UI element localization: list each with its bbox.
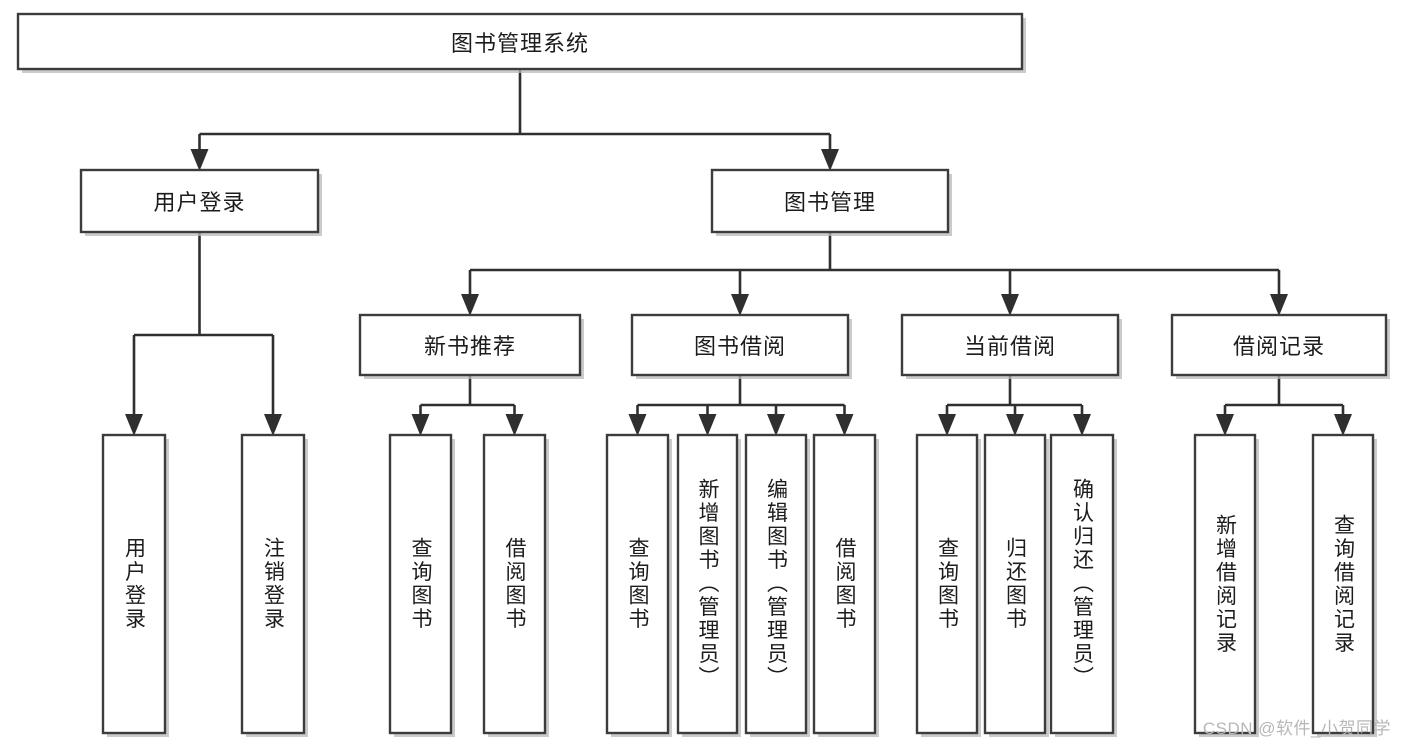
node-box-current-borrow[interactable] <box>900 313 1120 377</box>
watermark-text: CSDN @软件_小贺同学 <box>1202 719 1391 738</box>
arrow-head-icon <box>938 414 956 436</box>
arrow-head-icon <box>1216 414 1234 436</box>
node-box-bb-add-book[interactable] <box>676 433 739 735</box>
node-box-user-logout-leaf[interactable] <box>240 433 306 735</box>
arrow-head-icon <box>731 294 749 316</box>
arrow-head-icon <box>1006 414 1024 436</box>
arrow-head-icon <box>411 414 430 436</box>
arrow-head-icon <box>461 294 479 316</box>
node-box-book-borrow[interactable] <box>630 313 850 377</box>
arrow-head-icon <box>835 414 854 436</box>
node-box-bb-query-book[interactable] <box>605 433 670 735</box>
arrow-head-icon <box>505 414 524 436</box>
arrow-head-icon <box>190 149 209 171</box>
arrow-head-icon <box>1270 294 1288 316</box>
arrow-head-icon <box>125 414 143 436</box>
node-box-root[interactable] <box>16 12 1024 71</box>
node-box-user-login[interactable] <box>79 168 320 234</box>
arrow-head-icon <box>1334 414 1352 436</box>
node-box-nbr-borrow-book[interactable] <box>482 433 547 735</box>
arrow-head-icon <box>821 149 839 171</box>
arrow-head-icon <box>767 414 785 436</box>
node-box-cb-confirm-return[interactable] <box>1049 433 1115 735</box>
arrow-head-icon <box>1073 414 1091 436</box>
node-box-br-query-record[interactable] <box>1311 433 1375 735</box>
node-box-cb-query-book[interactable] <box>915 433 979 735</box>
node-box-user-login-leaf[interactable] <box>101 433 167 735</box>
node-box-bb-edit-book[interactable] <box>744 433 808 735</box>
node-box-new-book-rec[interactable] <box>358 313 582 377</box>
node-box-nbr-query-book[interactable] <box>388 433 453 735</box>
arrow-head-icon <box>628 414 647 436</box>
arrow-head-icon <box>264 414 282 436</box>
arrow-head-icon <box>1001 294 1019 316</box>
node-box-cb-return-book[interactable] <box>983 433 1047 735</box>
arrow-head-icon <box>698 414 717 436</box>
node-box-br-add-record[interactable] <box>1193 433 1257 735</box>
connector-lines <box>125 69 1352 436</box>
node-box-borrow-record[interactable] <box>1170 313 1388 377</box>
node-boxes <box>16 12 1390 737</box>
node-box-book-manage[interactable] <box>710 168 950 234</box>
node-box-bb-borrow-book[interactable] <box>812 433 877 735</box>
